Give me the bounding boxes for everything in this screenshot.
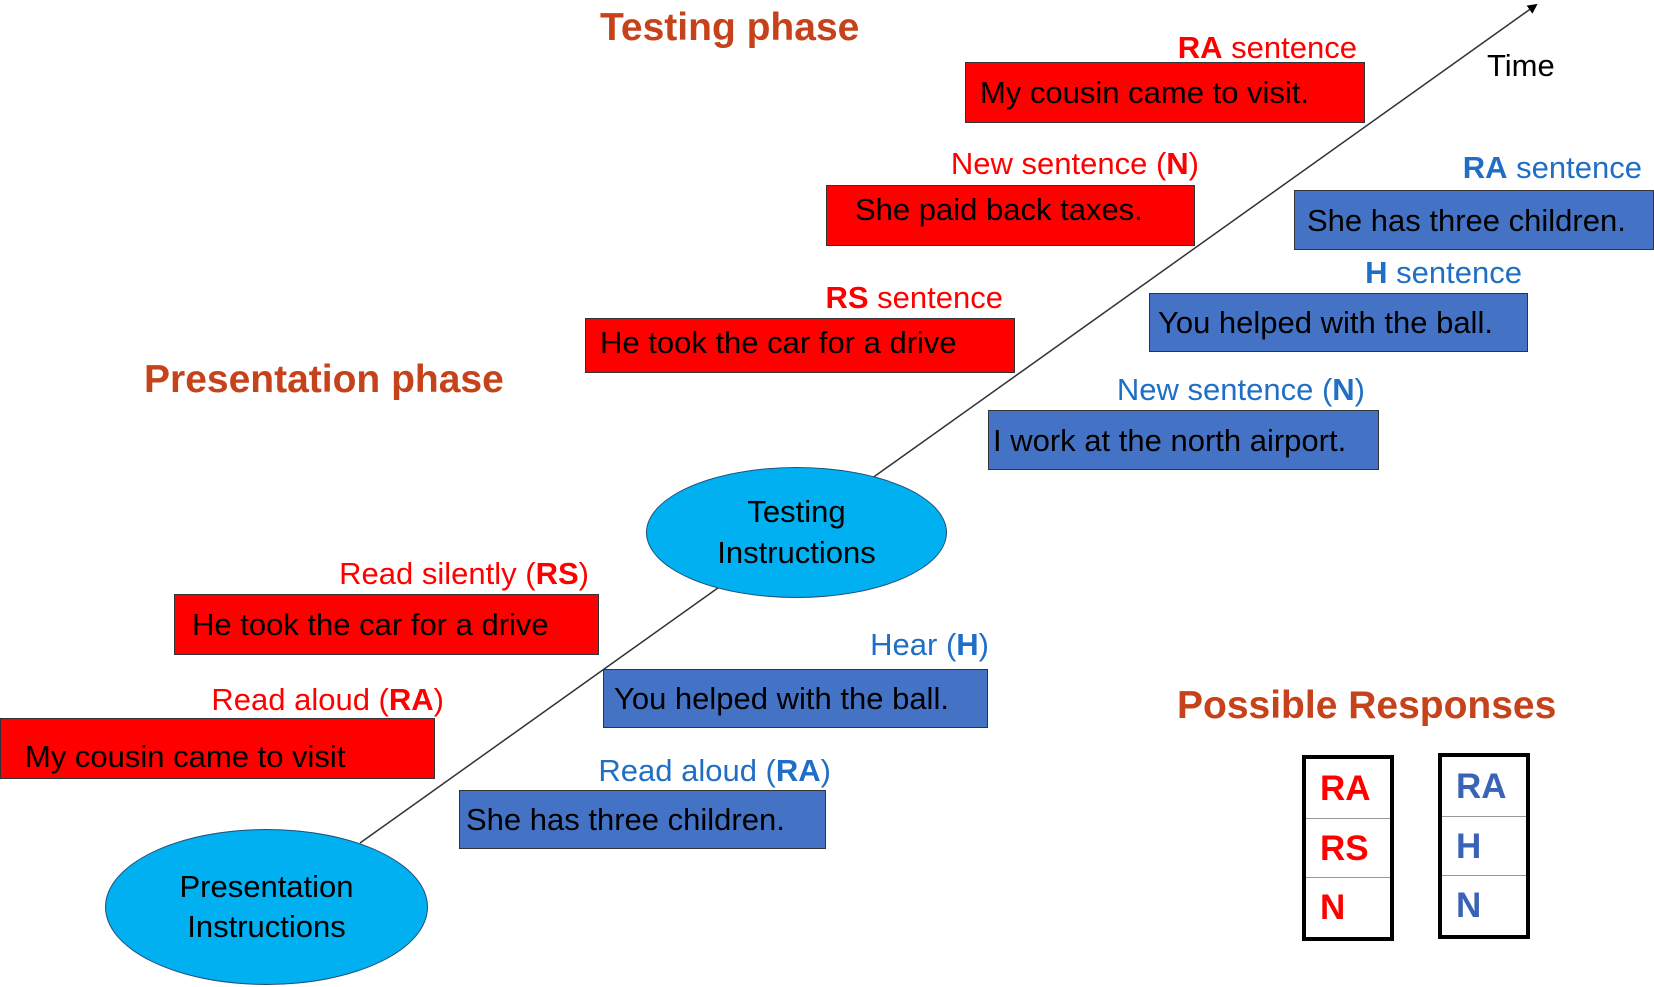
responses-table-red: RA RS N	[1302, 755, 1394, 941]
label-read-aloud-blue-post: )	[820, 753, 831, 788]
testing-box-new-red: She paid back taxes.	[826, 185, 1195, 246]
label-h-sentence-blue-code: H	[1365, 255, 1388, 290]
presentation-instructions-line1: Presentation	[179, 868, 354, 904]
label-new-sentence-red-post: )	[1188, 146, 1199, 181]
label-read-aloud-red-post: )	[433, 682, 444, 717]
label-hear-code: H	[956, 627, 979, 662]
label-new-sentence-blue-pre: New sentence (	[1116, 372, 1333, 407]
label-rs-sentence-red: RS sentence	[825, 282, 1003, 313]
presentation-instructions-line2: Instructions	[187, 909, 346, 944]
label-ra-sentence-red-code: RA	[1177, 30, 1223, 65]
possible-responses-title: Possible Responses	[1177, 684, 1557, 727]
presentation-box-read-aloud-blue: She has three children.	[459, 790, 826, 849]
presentation-box-read-silently: He took the car for a drive	[174, 594, 599, 655]
label-read-silently: Read silently (RS)	[339, 558, 589, 589]
label-new-sentence-blue-code: N	[1332, 372, 1355, 407]
testing-phase-title: Testing phase	[600, 6, 860, 49]
testing-instructions-line1: Testing	[747, 494, 846, 530]
label-read-silently-post: )	[578, 556, 589, 591]
response-red-n: N	[1320, 888, 1346, 928]
testing-box-ra-red: My cousin came to visit.	[965, 62, 1365, 123]
label-read-silently-code: RS	[535, 556, 579, 591]
label-read-aloud-red-pre: Read aloud (	[211, 682, 389, 717]
label-new-sentence-red-code: N	[1166, 146, 1189, 181]
response-red-rs: RS	[1306, 819, 1390, 879]
label-read-aloud-red-code: RA	[388, 682, 434, 717]
responses-table-blue: RA H N	[1438, 753, 1530, 939]
testing-box-h-blue: You helped with the ball.	[1149, 293, 1528, 352]
response-blue-h: H	[1442, 817, 1526, 877]
label-rs-sentence-red-text: sentence	[868, 280, 1003, 315]
label-ra-sentence-red: RA sentence	[1178, 32, 1357, 63]
label-ra-sentence-blue-code: RA	[1462, 150, 1508, 185]
label-read-aloud-blue-pre: Read aloud (	[598, 753, 776, 788]
label-new-sentence-red: New sentence (N)	[951, 148, 1199, 179]
presentation-phase-title: Presentation phase	[144, 358, 504, 401]
label-read-silently-pre: Read silently (	[339, 556, 536, 591]
response-red-ra: RA	[1306, 759, 1390, 819]
label-read-aloud-red: Read aloud (RA)	[211, 684, 444, 715]
presentation-box-hear: You helped with the ball.	[603, 669, 988, 728]
label-hear-pre: Hear (	[870, 627, 957, 662]
testing-instructions-line2: Instructions	[717, 534, 876, 570]
label-rs-sentence-red-code: RS	[825, 280, 869, 315]
time-label: Time	[1487, 48, 1555, 83]
presentation-instructions-ellipse: Presentation Instructions	[105, 829, 428, 985]
label-h-sentence-blue-text: sentence	[1387, 255, 1522, 290]
label-read-aloud-blue: Read aloud (RA)	[598, 755, 831, 786]
label-ra-sentence-red-text: sentence	[1222, 30, 1357, 65]
label-h-sentence-blue: H sentence	[1365, 257, 1522, 288]
testing-box-ra-blue: She has three children.	[1294, 190, 1654, 250]
testing-instructions-ellipse: Testing Instructions	[646, 467, 947, 598]
timeline-line	[359, 3, 1538, 844]
label-ra-sentence-blue: RA sentence	[1463, 152, 1642, 183]
label-hear-post: )	[978, 627, 989, 662]
label-new-sentence-blue: New sentence (N)	[1117, 374, 1365, 405]
presentation-box-read-aloud-red: My cousin came to visit	[0, 718, 435, 779]
response-blue-n: N	[1456, 886, 1482, 926]
label-new-sentence-blue-post: )	[1354, 372, 1365, 407]
label-new-sentence-red-pre: New sentence (	[950, 146, 1167, 181]
testing-box-new-blue: I work at the north airport.	[988, 410, 1379, 470]
response-blue-ra: RA	[1442, 757, 1526, 817]
label-read-aloud-blue-code: RA	[775, 753, 821, 788]
label-ra-sentence-blue-text: sentence	[1507, 150, 1642, 185]
label-hear: Hear (H)	[870, 629, 989, 660]
testing-box-rs-red: He took the car for a drive	[585, 318, 1015, 373]
